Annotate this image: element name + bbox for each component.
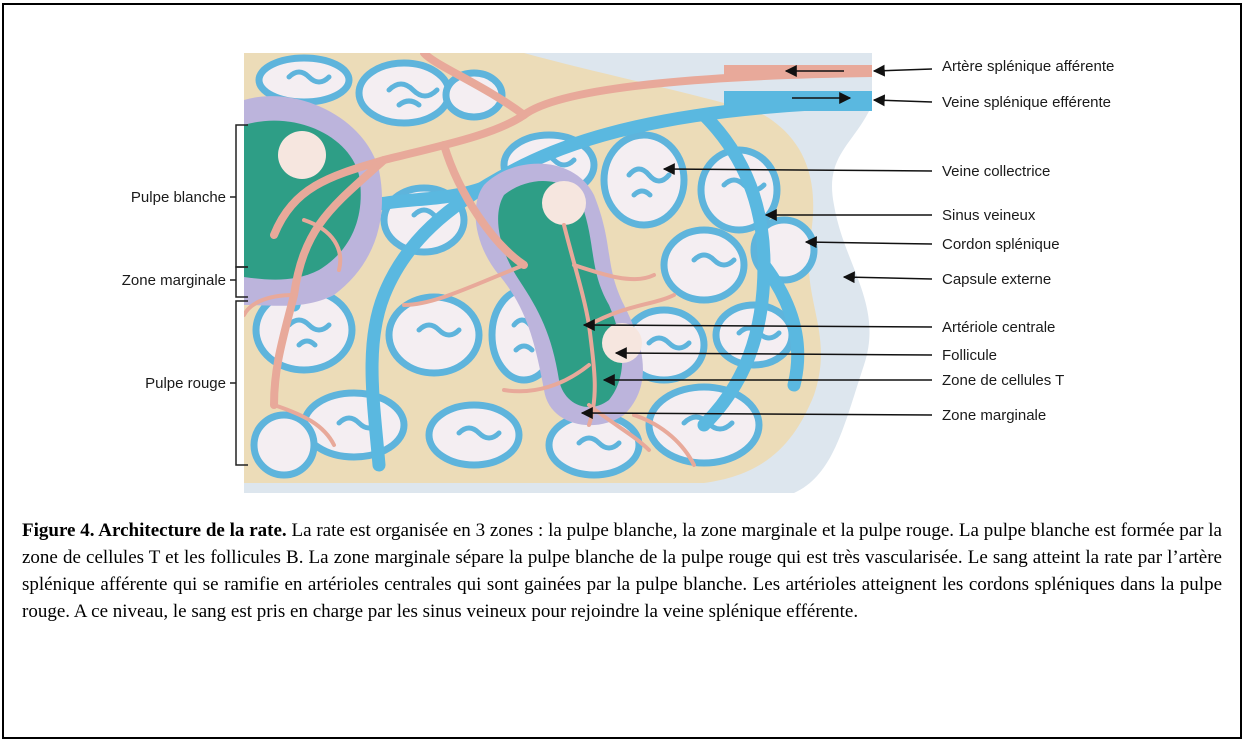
label-veine-splenique: Veine splénique efférente (942, 94, 1111, 111)
follicle-lower (602, 323, 642, 363)
label-sinus-veineux: Sinus veineux (942, 207, 1036, 224)
splenic-vein (724, 91, 872, 111)
left-braces (230, 124, 248, 466)
arteries (270, 53, 872, 409)
label-veine-collectrice: Veine collectrice (942, 163, 1050, 180)
label-zone-cellules-t: Zone de cellules T (942, 372, 1064, 389)
label-cordon-splenique: Cordon splénique (942, 236, 1060, 253)
brace-zone-marginale (230, 266, 248, 298)
label-follicule: Follicule (942, 347, 997, 364)
label-pulpe-blanche: Pulpe blanche (131, 189, 226, 206)
leader-zone-marginale (580, 407, 933, 420)
leader-cordon (804, 236, 933, 249)
leader-artere (872, 64, 933, 77)
label-capsule-externe: Capsule externe (942, 271, 1051, 288)
spleen-tissue (244, 53, 872, 493)
left-labels: Pulpe blanche Zone marginale Pulpe rouge (122, 189, 226, 392)
label-arteriole-centrale: Artériole centrale (942, 319, 1055, 336)
label-artere-splenique: Artère splénique afférente (942, 58, 1114, 75)
leader-lines (580, 64, 933, 420)
spleen-diagram: Pulpe blanche Zone marginale Pulpe rouge… (122, 53, 1114, 493)
figure-caption: Figure 4. Architecture de la rate. La ra… (22, 517, 1222, 625)
leader-follicule (614, 347, 933, 360)
leader-capsule (842, 271, 933, 284)
leader-veine-collectrice (662, 163, 933, 176)
leader-veine-efferente (872, 94, 933, 107)
follicle-top (542, 181, 586, 225)
label-zone-marginale-left: Zone marginale (122, 272, 226, 289)
label-pulpe-rouge: Pulpe rouge (145, 375, 226, 392)
venous-sinus-squiggles (286, 69, 782, 451)
caption-text: La rate est organisée en 3 zones : la pu… (22, 520, 1222, 622)
right-labels: Artère splénique afférente Veine spléniq… (942, 58, 1114, 424)
brace-pulpe-rouge (230, 300, 248, 466)
caption-title: Figure 4. Architecture de la rate. (22, 520, 287, 541)
follicle-left (278, 131, 326, 179)
leader-arteriole (582, 319, 933, 332)
label-zone-marginale-right: Zone marginale (942, 407, 1046, 424)
arterioles (244, 218, 696, 467)
figure-frame: Pulpe blanche Zone marginale Pulpe rouge… (2, 3, 1242, 739)
